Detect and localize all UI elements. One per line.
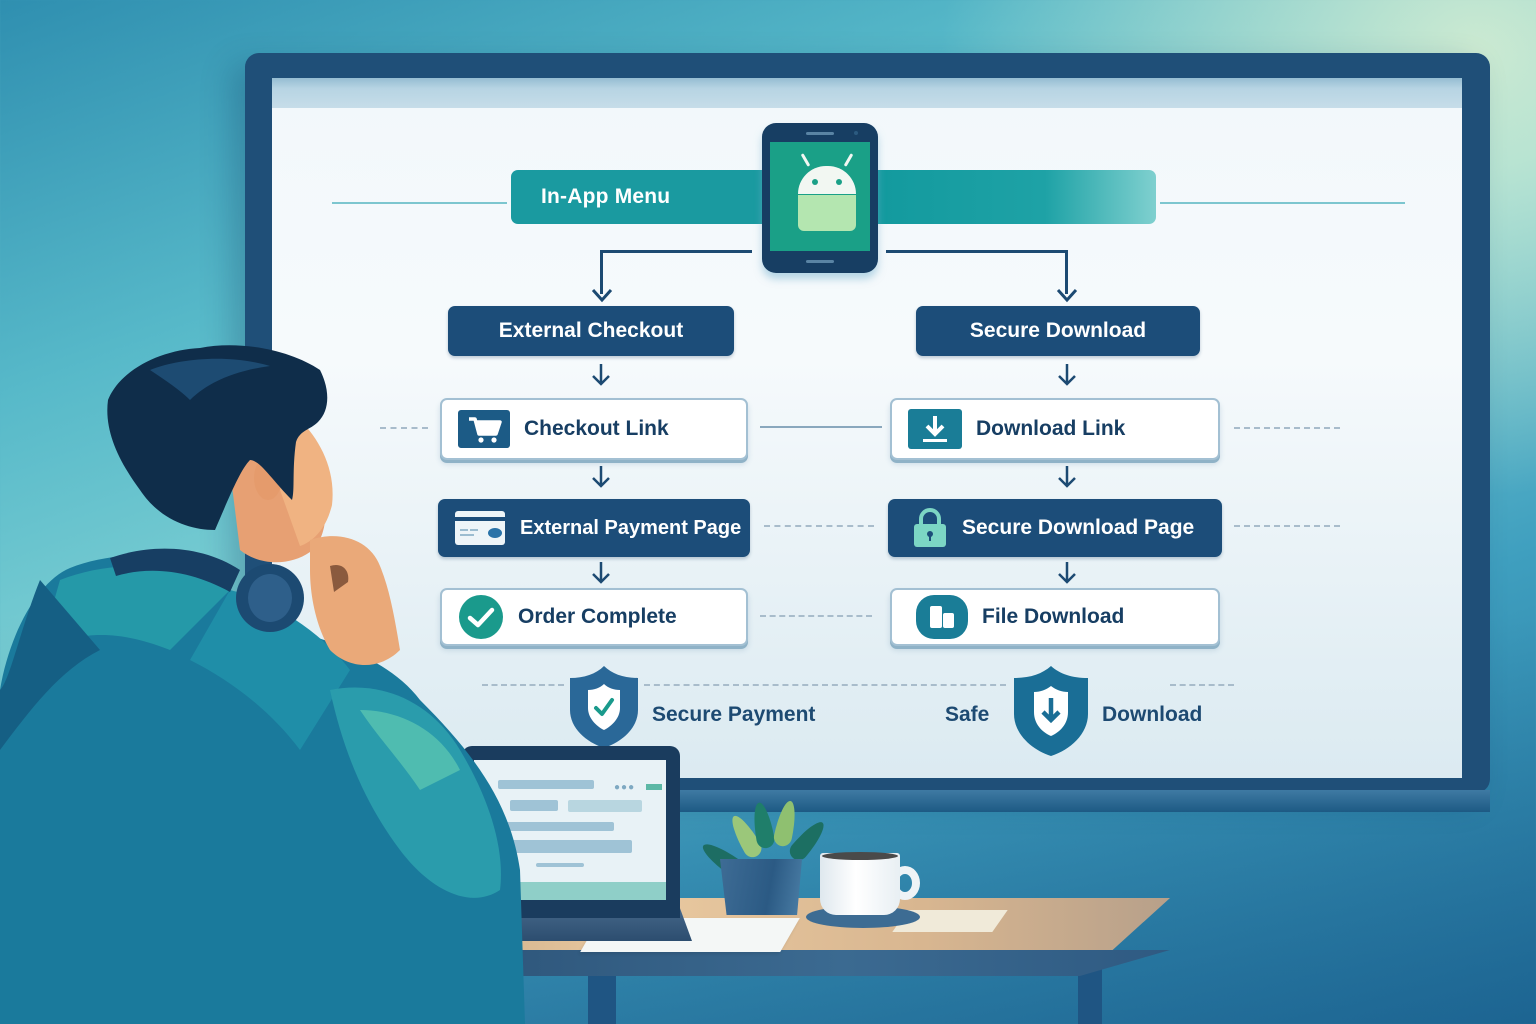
in-app-menu-label: In-App Menu xyxy=(541,185,671,208)
dashed-connector xyxy=(644,684,1006,686)
phone-home-bar xyxy=(806,260,834,263)
external-payment-page-label: External Payment Page xyxy=(520,516,742,539)
download-link-label: Download Link xyxy=(976,417,1126,440)
arrow-down-icon xyxy=(1055,560,1079,586)
android-antenna-right xyxy=(843,153,854,167)
laptop-ui-bar xyxy=(504,840,632,853)
solid-connector xyxy=(760,426,882,428)
download-link-step[interactable]: Download Link xyxy=(890,398,1220,460)
phone-speaker xyxy=(806,132,834,135)
screen-top-bar xyxy=(272,78,1462,108)
dashed-connector xyxy=(482,684,564,686)
android-robot-body xyxy=(798,195,856,231)
download-badge-label: Download xyxy=(1102,703,1203,726)
file-download-label: File Download xyxy=(982,605,1125,628)
arrow-down-icon xyxy=(589,560,613,586)
safe-label: Safe xyxy=(945,703,990,726)
person-illustration xyxy=(0,330,560,1024)
arrow-down-icon xyxy=(590,278,614,304)
coffee-surface xyxy=(822,852,898,860)
secure-download-label: Secure Download xyxy=(969,319,1147,342)
laptop-ui-bar xyxy=(568,800,642,812)
checkout-link-step[interactable]: Checkout Link xyxy=(440,398,748,460)
android-eye-left xyxy=(812,179,818,185)
android-robot-head xyxy=(798,166,856,194)
connector-right-vertical xyxy=(1065,250,1068,294)
file-icon xyxy=(916,595,968,639)
arrow-down-icon xyxy=(1055,362,1079,388)
arrow-down-icon xyxy=(589,362,613,388)
dashed-connector xyxy=(1234,427,1340,429)
shield-check-icon xyxy=(566,664,642,750)
lock-icon xyxy=(912,508,948,548)
secure-download-page-step[interactable]: Secure Download Page xyxy=(888,499,1222,557)
header-line-left xyxy=(332,202,507,204)
connector-left-horizontal xyxy=(600,250,752,253)
dashed-connector xyxy=(1234,525,1340,527)
order-complete-step[interactable]: Order Complete xyxy=(440,588,748,646)
order-complete-label: Order Complete xyxy=(518,605,677,628)
desk-leg xyxy=(588,970,616,1024)
in-app-menu-banner-extension xyxy=(878,170,1156,224)
file-download-step[interactable]: File Download xyxy=(890,588,1220,646)
android-antenna-left xyxy=(800,153,811,167)
laptop-ui-bar xyxy=(536,863,584,867)
dashed-connector xyxy=(380,427,428,429)
secure-download-header[interactable]: Secure Download xyxy=(916,306,1200,356)
secure-download-page-label: Secure Download Page xyxy=(962,516,1195,539)
coffee-mug xyxy=(820,853,900,915)
monitor-screen: In-App Menu External Checkout xyxy=(272,78,1462,778)
plant-pot xyxy=(720,859,802,915)
android-phone-icon xyxy=(762,123,878,273)
connector-left-vertical xyxy=(600,250,603,294)
secure-payment-label: Secure Payment xyxy=(652,703,816,726)
laptop-ui-bar xyxy=(504,822,614,831)
dashed-connector xyxy=(764,525,874,527)
header-line-right xyxy=(1160,202,1405,204)
laptop-ui-button xyxy=(646,784,662,790)
phone-screen xyxy=(770,142,870,251)
checkout-link-label: Checkout Link xyxy=(524,417,669,440)
dashed-connector xyxy=(760,615,872,617)
shopping-cart-icon xyxy=(458,410,510,448)
laptop-ui-bar xyxy=(498,780,594,789)
phone-camera xyxy=(854,131,858,135)
external-checkout-label: External Checkout xyxy=(498,319,684,342)
dashed-connector xyxy=(1170,684,1234,686)
laptop-ui-footer xyxy=(474,882,666,900)
connector-right-horizontal xyxy=(886,250,1068,253)
laptop-ui-dots: ●●● xyxy=(614,782,636,793)
external-checkout-header[interactable]: External Checkout xyxy=(448,306,734,356)
arrow-down-icon xyxy=(1055,278,1079,304)
arrow-down-icon xyxy=(589,464,613,490)
shield-download-icon xyxy=(1010,664,1092,760)
android-eye-right xyxy=(836,179,842,185)
in-app-menu-banner[interactable]: In-App Menu xyxy=(511,170,763,224)
external-payment-page-step[interactable]: External Payment Page xyxy=(438,499,750,557)
arrow-down-icon xyxy=(1055,464,1079,490)
check-circle-icon xyxy=(458,594,504,640)
credit-card-icon xyxy=(454,509,506,547)
download-icon xyxy=(908,409,962,449)
laptop-ui-bar xyxy=(510,800,558,811)
